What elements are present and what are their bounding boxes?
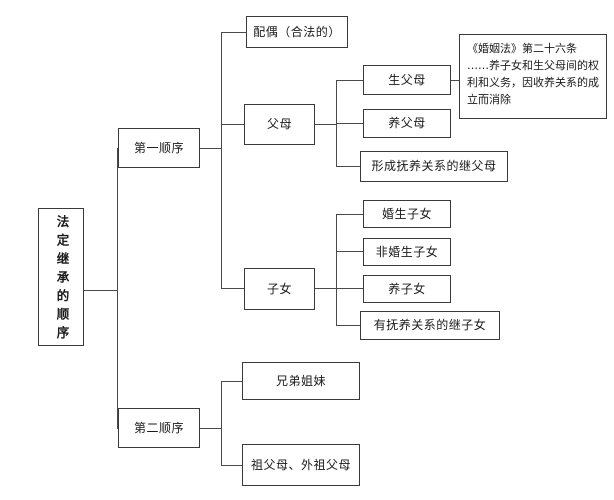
node-step-child-with-support: 有抚养关系的继子女 — [360, 311, 500, 340]
node-parents: 父母 — [244, 104, 315, 145]
spine-second-order — [221, 381, 222, 466]
edge-to-siblings — [221, 381, 243, 382]
node-siblings: 兄弟姐妹 — [242, 362, 360, 400]
edge-to-parents — [221, 124, 245, 125]
node-first-order: 第一顺序 — [118, 128, 200, 168]
edge-to-offspring — [221, 288, 245, 289]
edge-first-order-out — [200, 148, 222, 149]
spine-root — [117, 148, 118, 429]
edge-root-to-spine — [84, 290, 118, 291]
edge-to-step-parents — [336, 166, 360, 167]
node-marital-child: 婚生子女 — [363, 200, 451, 228]
edge-to-spouse — [221, 32, 247, 33]
edge-to-marital-child — [336, 214, 363, 215]
edge-to-step-child — [336, 325, 360, 326]
edge-to-birth-parents — [336, 80, 363, 81]
node-adopted-child: 养子女 — [363, 275, 451, 303]
edge-offspring-out — [315, 288, 337, 289]
edge-parents-out — [315, 124, 337, 125]
node-nonmarital-child: 非婚生子女 — [363, 238, 451, 266]
edge-second-order-out — [200, 428, 222, 429]
root-node-legal-inheritance-order: 法定继承的顺序 — [38, 208, 84, 346]
spine-offspring — [336, 214, 337, 326]
node-spouse: 配偶（合法的） — [246, 16, 348, 48]
node-second-order: 第二顺序 — [118, 408, 200, 448]
spine-first-order — [221, 32, 222, 289]
edge-to-adoptive-parents — [336, 123, 363, 124]
node-adoptive-parents: 养父母 — [363, 109, 451, 138]
node-offspring: 子女 — [244, 268, 315, 310]
node-grandparents: 祖父母、外祖父母 — [242, 444, 360, 486]
edge-to-note — [451, 80, 460, 81]
node-step-parents-with-support: 形成抚养关系的继父母 — [360, 151, 508, 182]
edge-to-adopted-child — [336, 288, 363, 289]
edge-to-grandparents — [221, 465, 243, 466]
node-birth-parents: 生父母 — [363, 65, 451, 95]
note-marriage-law-article-26: 《婚姻法》第二十六条 ……养子女和生父母间的权利和义务，因收养关系的成立而消除 — [459, 34, 607, 119]
edge-to-nonmarital-child — [336, 251, 363, 252]
